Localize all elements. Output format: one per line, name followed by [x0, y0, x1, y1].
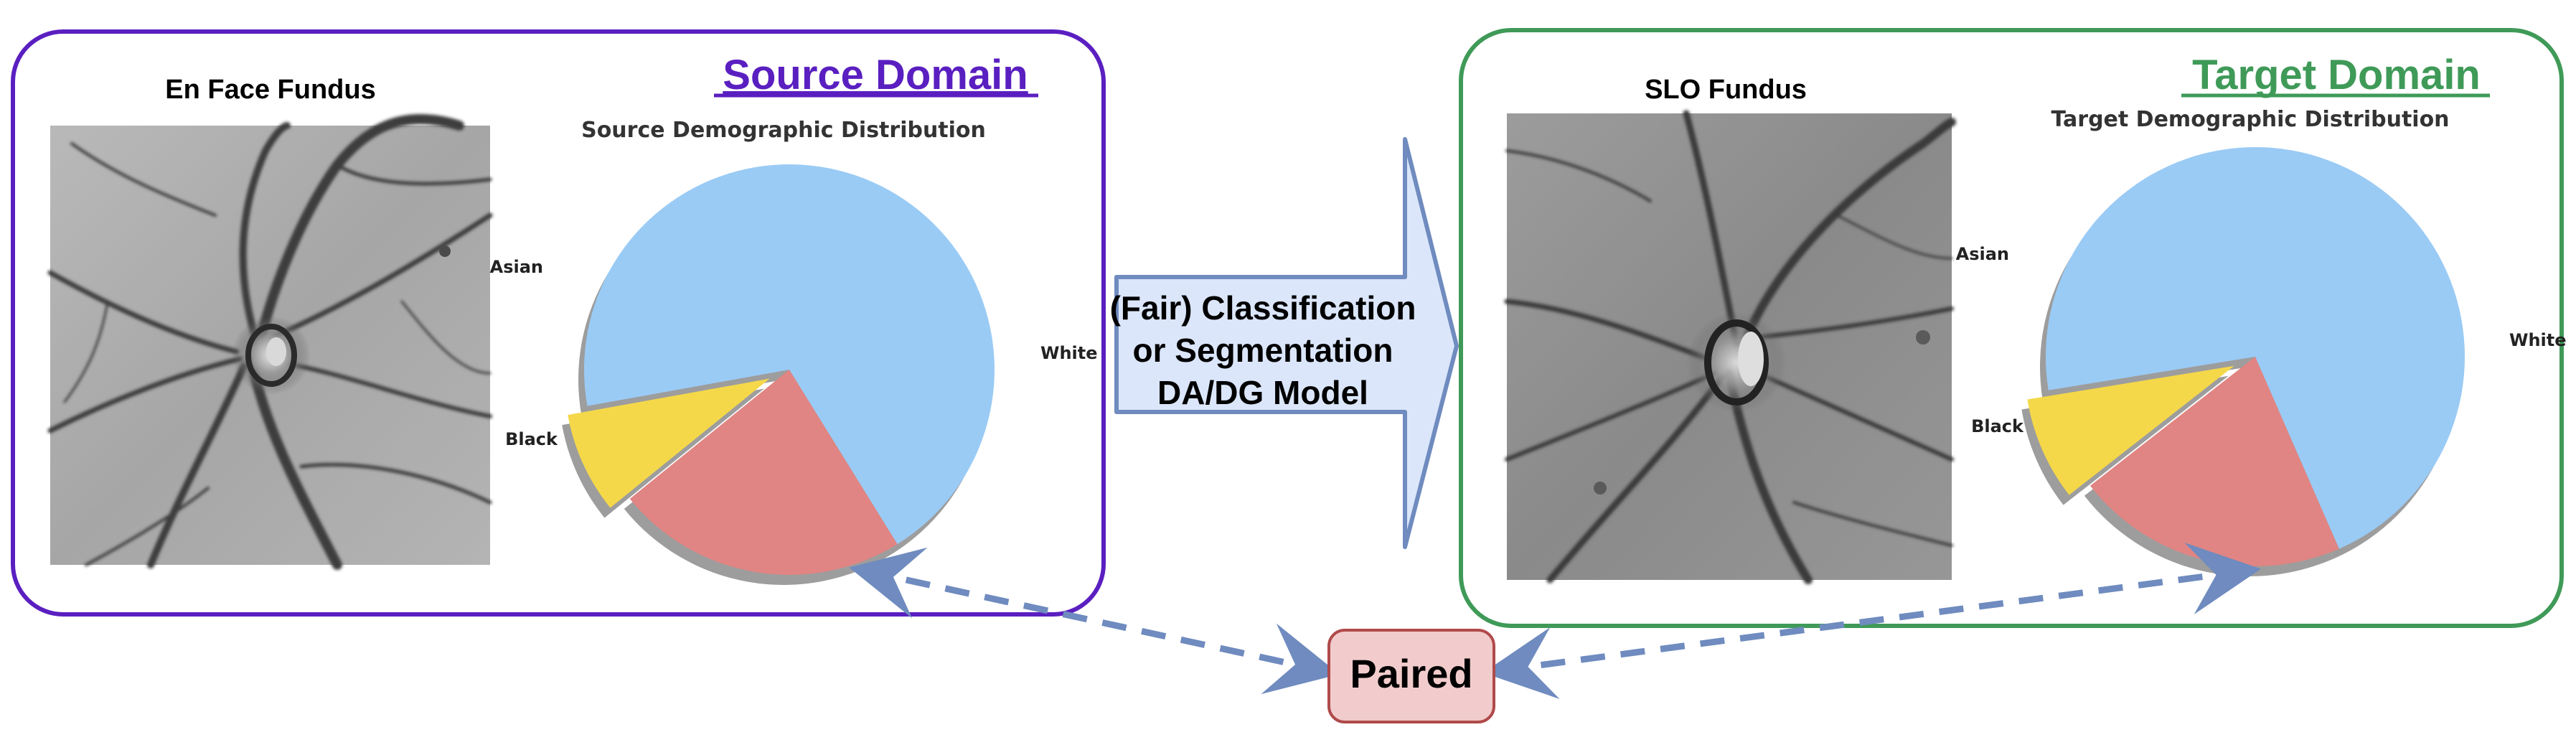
model-arrow-line-2: or Segmentation	[1133, 332, 1393, 369]
paired-connector-right	[1483, 543, 2261, 699]
en-face-fundus-image	[47, 114, 493, 570]
slo-fundus-image	[1504, 110, 1956, 584]
model-arrow-line-1: (Fair) Classification	[1110, 289, 1416, 327]
source-chart-title: Source Demographic Distribution	[581, 118, 986, 143]
target-image-title: SLO Fundus	[1645, 75, 1807, 105]
target-pie-label-white: White	[2509, 330, 2567, 350]
target-chart-title: Target Demographic Distribution	[2051, 107, 2449, 132]
source-domain-label: Source Domain	[723, 52, 1028, 98]
source-pie-slice-asian	[568, 378, 770, 508]
model-arrow-line-3: DA/DG Model	[1157, 374, 1368, 411]
target-pie-label-black: Black	[1971, 416, 2024, 436]
paired-box-shape	[1327, 629, 1495, 723]
target-pie-slice-asian	[2027, 365, 2234, 495]
source-pie-slice-white	[583, 164, 995, 545]
source-pie-label-black: Black	[505, 429, 558, 449]
target-panel: Target Domain SLO Fundus	[1459, 28, 2567, 628]
paired-box: Paired	[1327, 629, 1495, 723]
model-arrow: (Fair) Classification or Segmentation DA…	[1110, 137, 1459, 549]
source-panel: Source Domain En Face Fundus	[11, 29, 1106, 617]
source-pie-label-asian: Asian	[490, 257, 543, 277]
source-image-title: En Face Fundus	[165, 75, 375, 105]
target-pie-slice-black	[2090, 357, 2339, 567]
paired-connectors	[849, 543, 2261, 699]
model-arrow-shape	[1114, 137, 1459, 549]
target-pie-slice-white	[2046, 146, 2465, 549]
paired-label: Paired	[1350, 651, 1472, 696]
target-domain-label: Target Domain	[2192, 52, 2481, 98]
source-pie-label-white: White	[1040, 343, 1098, 363]
target-pie-label-asian: Asian	[1956, 244, 2009, 264]
source-pie-slice-black	[629, 370, 898, 576]
